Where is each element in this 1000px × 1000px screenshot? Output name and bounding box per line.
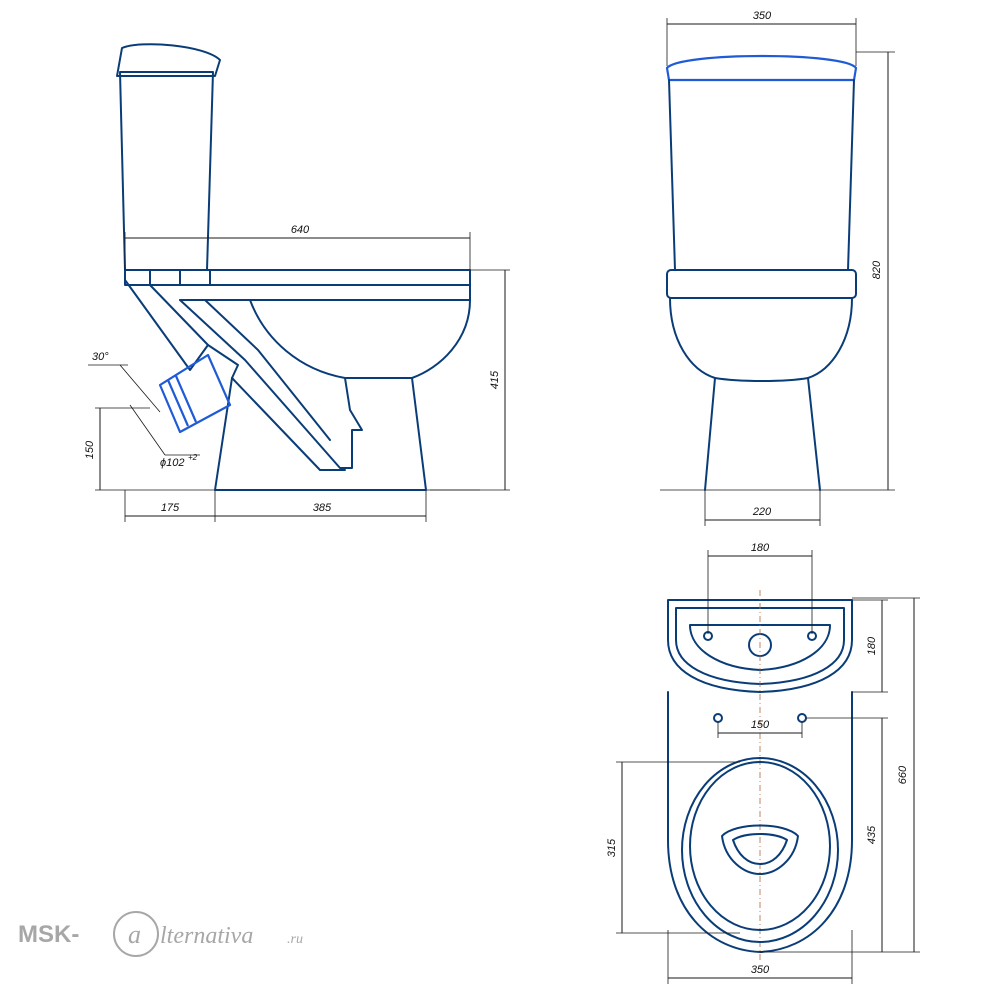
plan-mount-hole-right xyxy=(797,713,807,723)
side-bowl xyxy=(214,299,471,491)
dim-total-depth: 660 xyxy=(897,765,909,784)
dim-total-height: 820 xyxy=(871,260,883,279)
front-tank xyxy=(668,79,855,271)
dim-seat-length: 315 xyxy=(606,838,618,857)
dim-outlet-angle: 30° xyxy=(92,351,109,363)
side-outlet xyxy=(158,353,232,434)
watermark-circle-icon xyxy=(113,911,159,957)
watermark-prefix: MSK- xyxy=(18,921,79,948)
dim-foot-length: 385 xyxy=(313,502,332,514)
dim-outlet-diameter-tol: +2 xyxy=(188,453,198,462)
dim-bowl-depth: 435 xyxy=(866,825,878,844)
dim-tank-holes-spacing: 180 xyxy=(751,542,770,554)
dim-outlet-height: 150 xyxy=(84,440,96,459)
dim-outlet-diameter: ϕ102 xyxy=(160,457,184,469)
side-trapway xyxy=(124,279,209,371)
plan-drain xyxy=(721,824,799,875)
front-tank-lid xyxy=(665,54,858,82)
plan-mount-hole-left xyxy=(713,713,723,723)
plan-view: 180 180 150 660 435 315 350 xyxy=(606,542,920,984)
dim-front-width: 350 xyxy=(753,10,772,22)
watermark-suffix: lternativa xyxy=(160,923,253,949)
front-view: 350 820 220 xyxy=(660,10,895,526)
side-view: 640 415 30° 150 ϕ102 +2 175 385 xyxy=(84,43,510,522)
dim-side-height: 415 xyxy=(489,370,501,389)
plan-tank xyxy=(667,599,853,693)
side-tank-lid xyxy=(116,43,221,77)
dim-tank-depth: 180 xyxy=(866,636,878,655)
front-rim xyxy=(666,269,857,299)
dim-side-length: 640 xyxy=(291,224,310,236)
side-tank xyxy=(119,71,214,271)
watermark-circle-letter: a xyxy=(128,920,141,949)
dim-foot-width: 220 xyxy=(752,506,772,518)
dim-outlet-offset: 175 xyxy=(161,502,180,514)
dim-mount-holes-spacing: 150 xyxy=(751,719,770,731)
dim-plan-width: 350 xyxy=(751,964,770,976)
plan-bowl xyxy=(667,691,853,953)
watermark-tld: .ru xyxy=(287,932,303,947)
watermark: MSK- a lternativa .ru xyxy=(18,911,303,957)
front-bowl xyxy=(669,297,853,491)
